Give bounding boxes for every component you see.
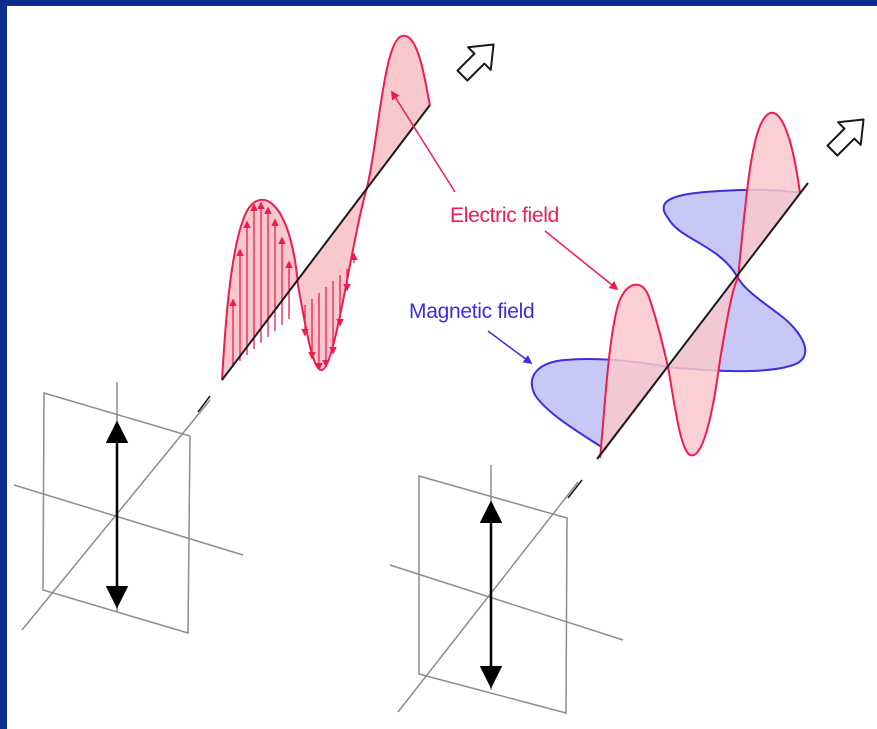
electric-field-callouts bbox=[391, 90, 619, 291]
magnetic-field-curve bbox=[530, 188, 807, 451]
right-electric-field-curve bbox=[599, 111, 801, 459]
electric-field-label: Electric field bbox=[450, 204, 560, 227]
left-reference-frame bbox=[13, 382, 244, 635]
left-propagation-axis bbox=[221, 104, 431, 381]
propagation-arrow-icon bbox=[456, 43, 495, 82]
em-wave-diagram bbox=[13, 34, 865, 714]
right-axis-extension bbox=[567, 479, 583, 499]
diagram-canvas: Electric field Magnetic field bbox=[7, 6, 877, 729]
right-propagation-axis bbox=[596, 182, 809, 460]
magnetic-field-callout bbox=[487, 330, 533, 365]
left-axis-extension bbox=[197, 395, 211, 413]
propagation-arrow-icon bbox=[826, 118, 865, 157]
magnetic-field-label: Magnetic field bbox=[409, 300, 535, 323]
right-reference-frame bbox=[389, 465, 624, 714]
right-em-wave bbox=[530, 111, 865, 499]
left-electric-wave bbox=[197, 34, 495, 413]
